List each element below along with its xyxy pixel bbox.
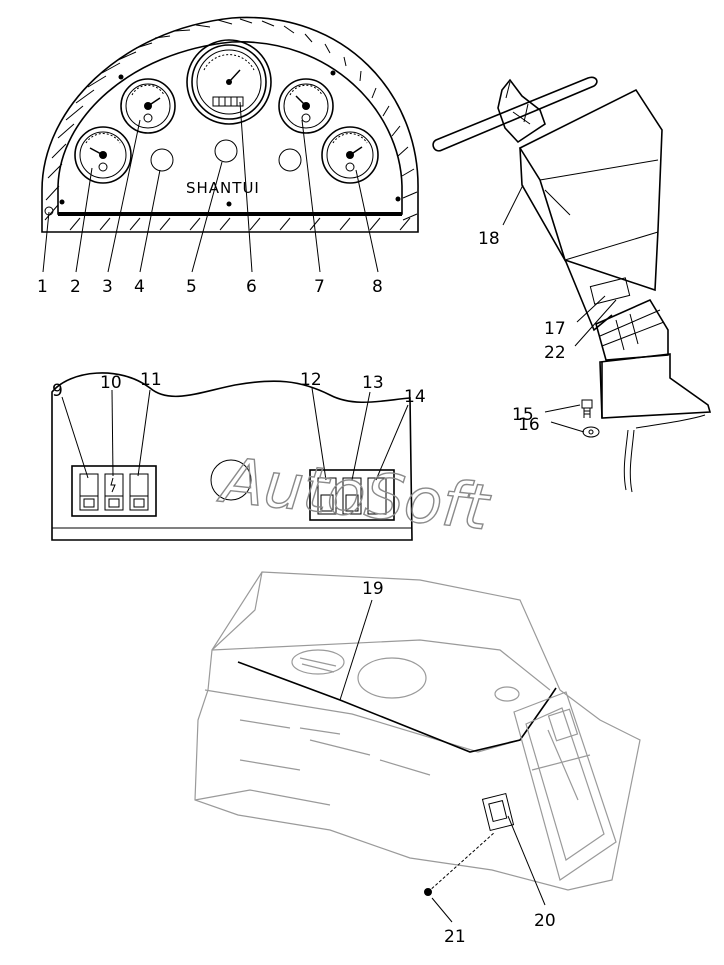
callout-12: 12 [300, 370, 322, 390]
callout-1: 1 [37, 277, 48, 297]
callout-16: 16 [518, 415, 540, 435]
housing-hole [494, 686, 520, 702]
leader-lines-housing [339, 599, 546, 923]
column-edge [519, 147, 613, 332]
watermark: AutoSoft [215, 443, 495, 544]
panel-outer-shell [41, 16, 419, 233]
screw [118, 74, 124, 80]
panel-inner-face [57, 41, 403, 215]
gauge-7 [278, 78, 334, 134]
switch-panel [51, 372, 413, 541]
switch-group-left [71, 465, 157, 517]
indicator-lamp-5 [214, 139, 238, 163]
column-joint [595, 298, 669, 361]
washer-16 [582, 426, 600, 438]
switch-group-right [309, 469, 395, 521]
odometer-window [212, 96, 244, 107]
housing-outline [194, 571, 641, 891]
housing-seal-edge [237, 661, 557, 753]
screw [59, 199, 65, 205]
callout-18: 18 [478, 229, 500, 249]
callout-6: 6 [246, 277, 257, 297]
leader-lines-switch [61, 387, 409, 481]
callout-2: 2 [70, 277, 81, 297]
callout-11: 11 [140, 370, 162, 390]
screw [226, 201, 232, 207]
screw [330, 70, 336, 76]
callout-22: 22 [544, 343, 566, 363]
instrument-panel: SHANTUI [41, 16, 419, 233]
housing-switch [547, 708, 579, 742]
screw [395, 196, 401, 202]
gauge-8 [321, 126, 379, 184]
bracket [589, 277, 631, 305]
bolt-15 [581, 399, 593, 418]
callout-9: 9 [52, 381, 63, 401]
callout-17: 17 [544, 319, 566, 339]
column-cover [518, 88, 663, 292]
callout-7: 7 [314, 277, 325, 297]
steering-wheel-bar [432, 76, 598, 152]
callout-13: 13 [362, 373, 384, 393]
steering-hub [497, 78, 546, 144]
leader-lines-column [502, 184, 617, 433]
callout-3: 3 [102, 277, 113, 297]
callout-5: 5 [186, 277, 197, 297]
housing-window [525, 707, 605, 861]
gauge-3 [120, 78, 176, 134]
brand-label: SHANTUI [186, 179, 260, 197]
steering-column [432, 76, 712, 493]
callout-20: 20 [534, 911, 556, 931]
switch-20 [481, 792, 515, 832]
column-base [599, 353, 712, 419]
housing-opening-left [291, 649, 345, 675]
callout-15: 15 [512, 405, 534, 425]
callout-21: 21 [444, 927, 466, 947]
leader-lines-panel [42, 101, 379, 273]
indicator-lamp [278, 148, 302, 172]
callout-10: 10 [100, 373, 122, 393]
gauge-2 [74, 126, 132, 184]
callout-14: 14 [404, 387, 426, 407]
panel-knob [210, 459, 252, 501]
gauge-6-speedometer [186, 39, 272, 125]
callout-4: 4 [134, 277, 145, 297]
panel-hatching [44, 18, 418, 231]
callout-8: 8 [372, 277, 383, 297]
housing-opening-right [357, 657, 427, 699]
indicator-lamp-4 [150, 148, 174, 172]
switch-panel-body [51, 372, 413, 541]
callout-19: 19 [362, 579, 384, 599]
lightning-icon [110, 477, 116, 493]
dash-housing [194, 571, 641, 896]
callout-numbers: 1 2 3 4 5 6 7 8 9 10 11 12 13 14 15 16 1… [37, 229, 566, 947]
